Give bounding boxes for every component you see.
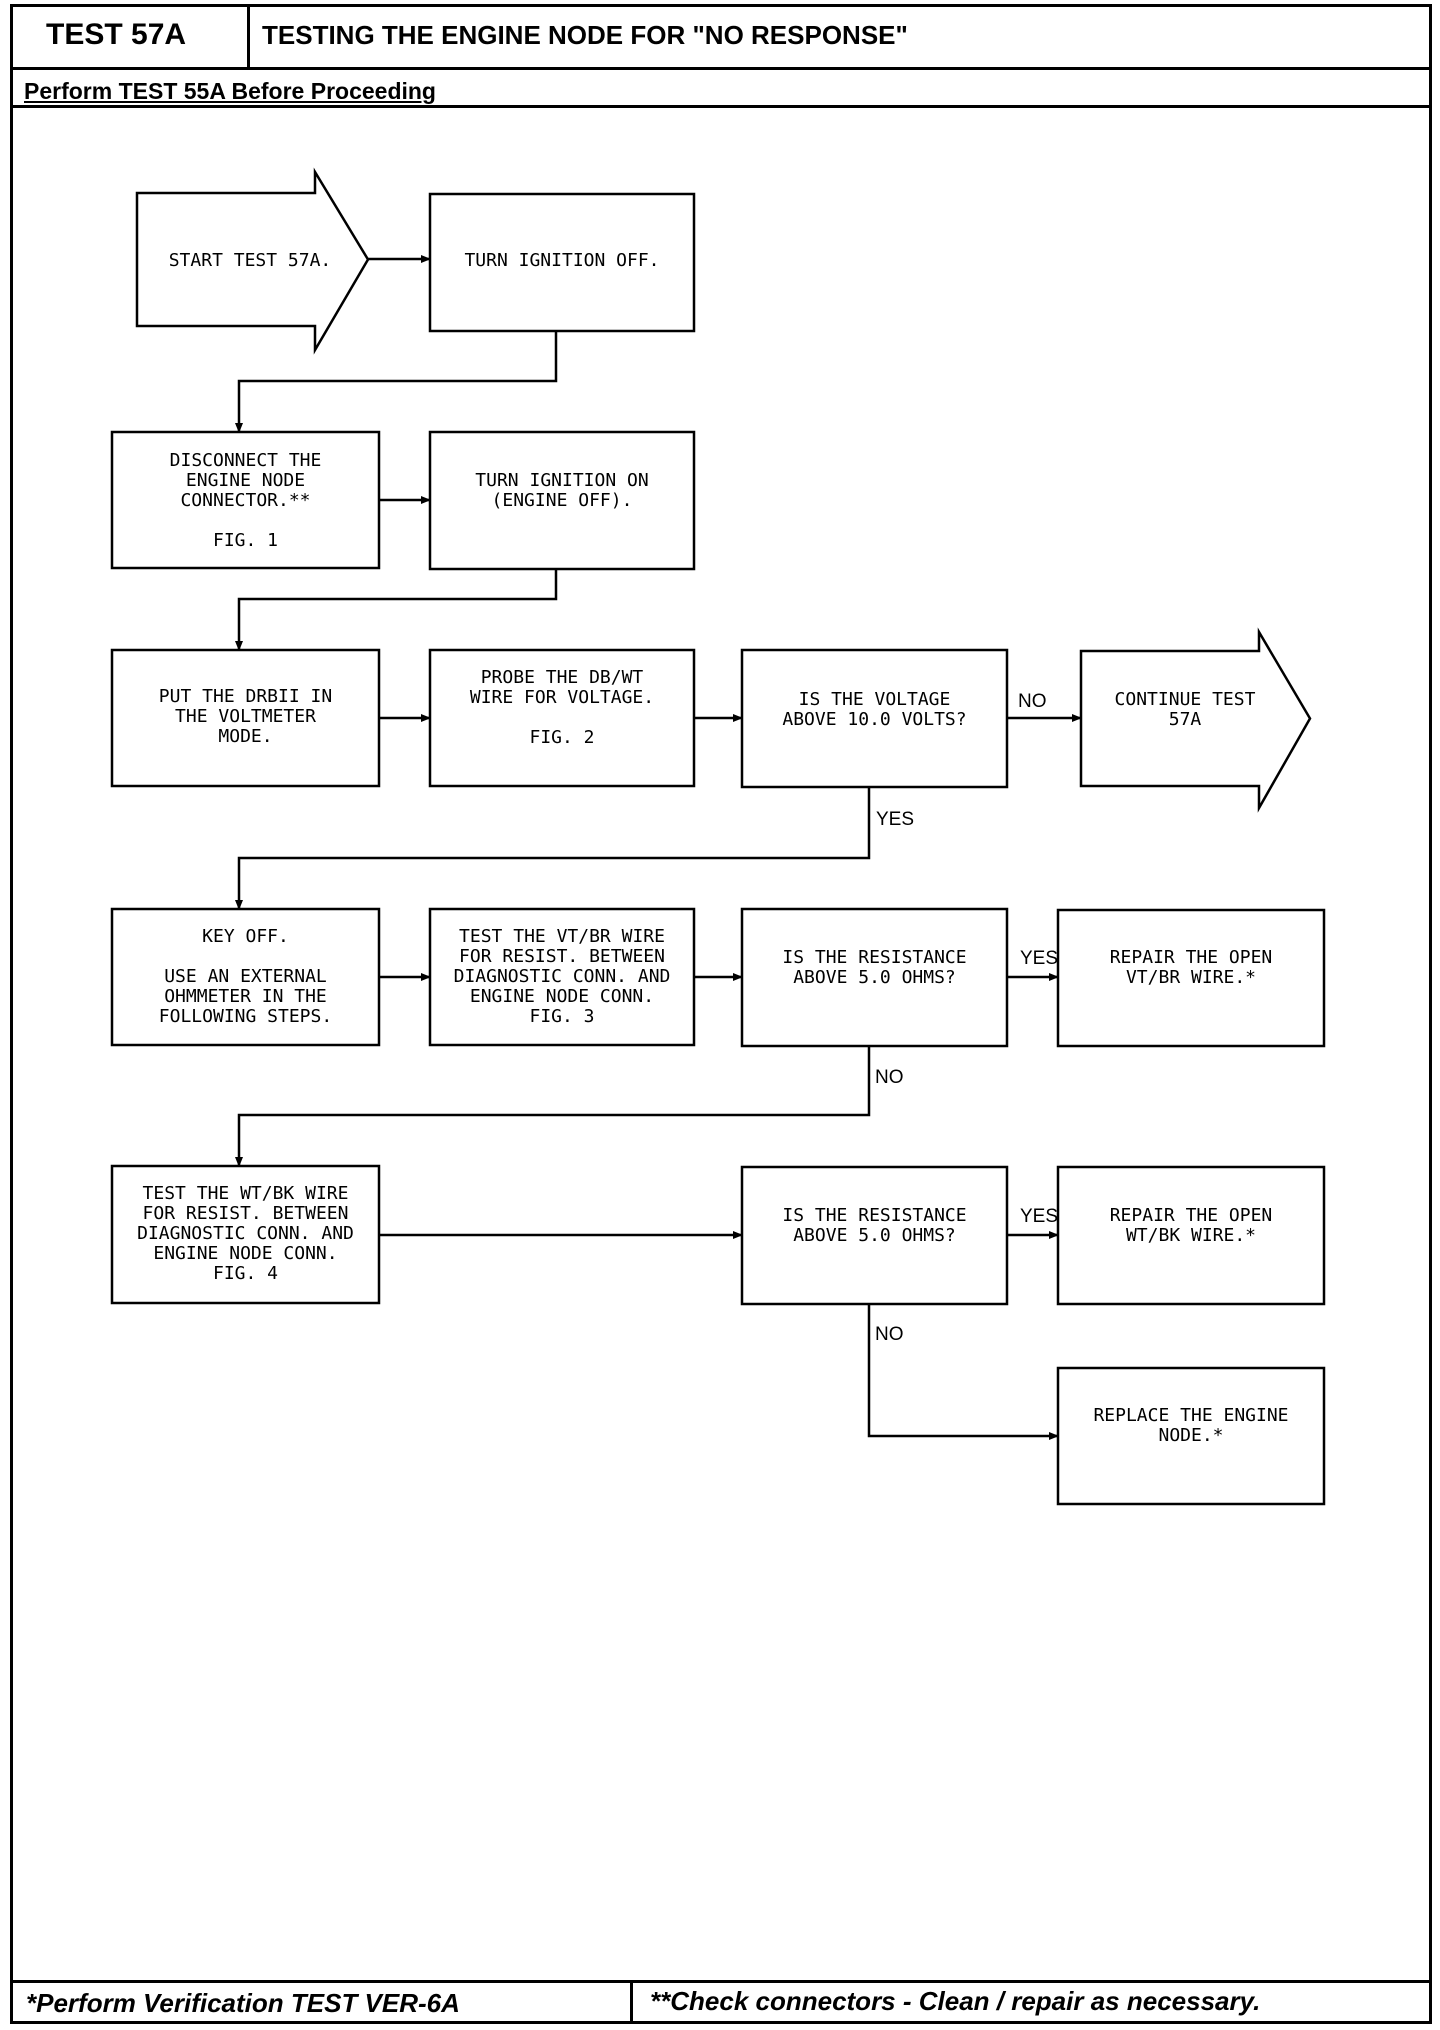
prerequisite-note: Perform TEST 55A Before Proceeding — [24, 78, 436, 104]
disconnect-text-line: DISCONNECT THE — [170, 450, 322, 471]
voltage_q-text-line: ABOVE 10.0 VOLTS? — [782, 709, 966, 730]
test_wtbk-text-line: ENGINE NODE CONN. — [153, 1243, 337, 1264]
disconnect-text-line: ENGINE NODE — [186, 470, 305, 491]
replace-text-line: REPLACE THE ENGINE — [1093, 1405, 1288, 1426]
footer-divider — [10, 1980, 1432, 1983]
edge-label-resist2_yes: YES — [1020, 1206, 1058, 1227]
verification-note: *Perform Verification TEST VER-6A — [26, 1988, 460, 2018]
continue-text-line: CONTINUE TEST — [1115, 689, 1256, 710]
resist_q2-text-line: ABOVE 5.0 OHMS? — [793, 1225, 956, 1246]
test_wtbk-text-line: TEST THE WT/BK WIRE — [143, 1183, 349, 1204]
test_vtbr-text-line: DIAGNOSTIC CONN. AND — [454, 966, 671, 987]
page-border — [10, 4, 1432, 2024]
ignition_off-box — [428, 192, 696, 333]
ignition_on-text: TURN IGNITION ON(ENGINE OFF). — [475, 470, 648, 511]
disconnect-text-line: FIG. 1 — [213, 530, 278, 551]
repair_vtbr-text-line: VT/BR WIRE.* — [1126, 967, 1256, 988]
key_off-text-line: FOLLOWING STEPS. — [159, 1006, 332, 1027]
test_wtbk-text-line: DIAGNOSTIC CONN. AND — [137, 1223, 354, 1244]
connector-ignition-off-to-disconnect — [235, 331, 558, 433]
repair_wtbk-text-line: REPAIR THE OPEN — [1110, 1205, 1273, 1226]
test_vtbr-text-line: TEST THE VT/BR WIRE — [459, 926, 665, 947]
key_off-text-line: USE AN EXTERNAL — [164, 966, 327, 987]
edge-label-voltage_yes: YES — [876, 809, 914, 830]
test_vtbr-box — [428, 907, 696, 1047]
connector-voltage-yes-to-key-off — [235, 787, 871, 910]
test-id: TEST 57A — [46, 18, 187, 51]
page-title: TESTING THE ENGINE NODE FOR "NO RESPONSE… — [262, 20, 908, 50]
edge-label-resist1_no: NO — [875, 1067, 904, 1088]
connector-ignition-on-to-drbii — [235, 569, 558, 651]
header-divider — [10, 67, 1432, 70]
voltage_q-box — [740, 648, 1009, 789]
disconnect-text-line: CONNECTOR.** — [180, 490, 310, 511]
voltage_q-text-line: IS THE VOLTAGE — [799, 689, 951, 710]
footer-cell-divider — [630, 1980, 633, 2024]
connector-note: **Check connectors - Clean / repair as n… — [650, 1986, 1261, 2016]
ignition_off-text-line: TURN IGNITION OFF. — [464, 250, 659, 271]
key_off-text-line: OHMMETER IN THE — [164, 986, 327, 1007]
repair_wtbk-text-line: WT/BK WIRE.* — [1126, 1225, 1256, 1246]
ignition_on-box — [428, 430, 696, 571]
header-bottom-divider — [10, 105, 1432, 108]
test_wtbk-text-line: FIG. 4 — [213, 1263, 278, 1284]
test_vtbr-text-line: ENGINE NODE CONN. — [470, 986, 654, 1007]
test_wtbk-text-line: FOR RESIST. BETWEEN — [143, 1203, 349, 1224]
edge-label-resist2_no: NO — [875, 1324, 904, 1345]
drbii-text-line: PUT THE DRBII IN — [159, 686, 332, 707]
edge-label-voltage_no: NO — [1018, 691, 1047, 712]
connector-resist1-no-to-test-wtbk — [235, 1046, 871, 1167]
key_off-text-line: KEY OFF. — [202, 926, 289, 947]
test_vtbr-text-line: FOR RESIST. BETWEEN — [459, 946, 665, 967]
resist_q1-text-line: ABOVE 5.0 OHMS? — [793, 967, 956, 988]
ignition_on-text-line: TURN IGNITION ON — [475, 470, 648, 491]
test_vtbr-text-line: FIG. 3 — [529, 1006, 594, 1027]
probe-text-line: WIRE FOR VOLTAGE. — [470, 687, 654, 708]
replace-text-line: NODE.* — [1158, 1425, 1223, 1446]
replace-box — [1056, 1366, 1326, 1506]
start-text-line: START TEST 57A. — [169, 250, 332, 271]
resist_q2-text-line: IS THE RESISTANCE — [782, 1205, 966, 1226]
ignition_on-text-line: (ENGINE OFF). — [492, 490, 633, 511]
ignition_off-text: TURN IGNITION OFF. — [464, 250, 659, 271]
edge-label-resist1_yes: YES — [1020, 948, 1058, 969]
resist_q1-text-line: IS THE RESISTANCE — [782, 947, 966, 968]
start-arrow-shape — [135, 167, 370, 355]
probe-text-line: PROBE THE DB/WT — [481, 667, 644, 688]
start-text: START TEST 57A. — [169, 250, 332, 271]
repair_vtbr-text-line: REPAIR THE OPEN — [1110, 947, 1273, 968]
key_off-box — [110, 907, 381, 1047]
probe-text-line: FIG. 2 — [529, 727, 594, 748]
connector-resist2-no-to-replace — [867, 1304, 1059, 1440]
continue-text-line: 57A — [1169, 709, 1202, 730]
drbii-text-line: THE VOLTMETER — [175, 706, 316, 727]
repair_vtbr-box — [1056, 908, 1326, 1048]
drbii-text-line: MODE. — [218, 726, 272, 747]
test_wtbk-box — [110, 1164, 381, 1305]
continue-arrow-shape — [1079, 627, 1312, 813]
repair_wtbk-box — [1056, 1165, 1326, 1306]
